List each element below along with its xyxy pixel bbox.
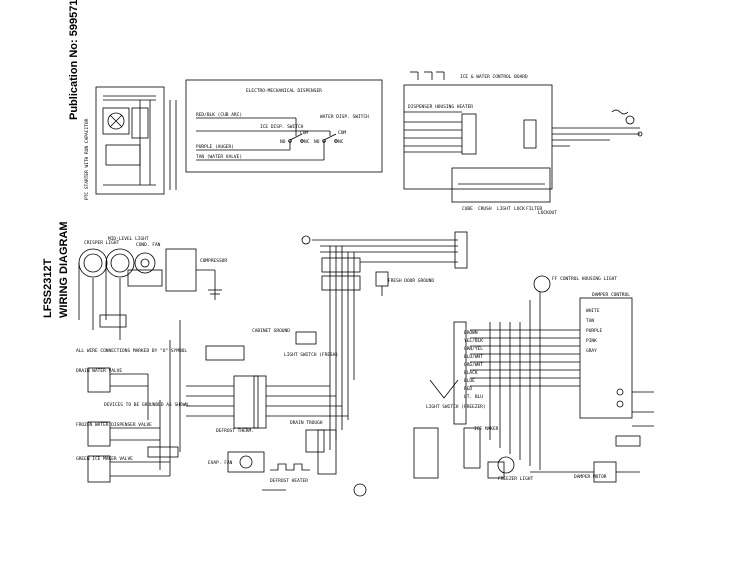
dispenser-nc-2: NC	[338, 139, 344, 145]
dispenser-wire-2: PURPLE (AUGER)	[196, 144, 234, 150]
right-control	[470, 292, 654, 483]
wire-label-6: BLUE	[464, 378, 475, 384]
mid-level-light-label: MID-LEVEL LIGHT	[108, 236, 149, 242]
dispenser-title: ELECTRO-MECHANICAL DISPENSER	[246, 88, 322, 94]
light-switch-fresh-label: LIGHT SWITCH (FRESH)	[284, 352, 338, 358]
board-title: ICE & WATER CONTROL BOARD	[460, 74, 528, 80]
lights-fan-group	[78, 248, 222, 340]
wire-label-9: WHITE	[586, 308, 600, 314]
compressor-label: COMPRESSOR	[200, 258, 227, 264]
wire-label-2: GRN/YEL	[464, 346, 483, 352]
central-harness	[301, 231, 468, 450]
note-connections: ALL WIRE CONNECTIONS MARKED BY "O" SYMBO…	[76, 348, 187, 354]
drain-trough-label: DRAIN TROUGH	[290, 420, 323, 426]
light-switch-freezer-label: LIGHT SWITCH (FREEZER)	[426, 404, 486, 410]
board-button-lockout: LOCKOUT	[538, 210, 557, 216]
defrost-heater-label: DEFROST HEATER	[270, 478, 308, 484]
dispenser-wire-1: RED/BLK (CUB ARC)	[196, 112, 242, 118]
dispenser-no-1: NO	[280, 139, 286, 145]
defrost-thermostat-label: DEFROST THERM.	[216, 428, 254, 434]
evap-fan-label: EVAP. FAN	[208, 460, 233, 466]
cabinet-ground-label: CABINET GROUND	[252, 328, 290, 334]
wire-label-10: TAN	[586, 318, 594, 324]
wire-label-7: RED	[464, 386, 472, 392]
cond-fan-label: COND. FAN	[136, 242, 161, 248]
dispenser-com-2: COM	[338, 130, 346, 136]
terminal-blocks	[186, 275, 551, 497]
valve-label-2: FROZEN WATER DISPENSER VALVE	[76, 422, 152, 428]
ice-maker-label: ICE MAKER	[474, 426, 499, 432]
crisper-light-label: CRISPER LIGHT	[84, 240, 120, 246]
damper-control-label: DAMPER CONTROL	[592, 292, 630, 298]
ice-switch-label: ICE DISP. SWITCH	[260, 124, 304, 130]
dispenser-com-1: COM	[300, 130, 308, 136]
wire-label-8: LT. BLU	[464, 394, 483, 400]
valve-label-3: GREEN ICE MAKER VALVE	[76, 456, 133, 462]
board-button-crush: CRUSH	[478, 206, 492, 212]
dispenser-no-2: NO	[314, 139, 320, 145]
wire-label-1: YEL/BLK	[464, 338, 483, 344]
fresh-door-ground-label: FRESH DOOR GROUND	[388, 278, 434, 284]
dispenser-nc-1: NC	[304, 139, 310, 145]
wire-label-5: BLACK	[464, 370, 478, 376]
dispenser-panel	[185, 79, 383, 173]
note-ground: DEVICES TO BE GROUNDED AS SHOWN.	[104, 402, 191, 408]
ptc-starter-panel	[95, 86, 177, 195]
wire-label-11: PURPLE	[586, 328, 603, 334]
wire-label-3: BLU/WHT	[464, 354, 483, 360]
board-button-lock: LOCK	[514, 206, 525, 212]
board-button-cube: CUBE	[462, 206, 473, 212]
dispenser-wire-3: TAN (WATER VALVE)	[196, 154, 242, 160]
board-button-light: LIGHT	[497, 206, 511, 212]
wire-label-0: BROWN	[464, 330, 478, 336]
freezer-light-label: FREEZER LIGHT	[498, 476, 534, 482]
valve-label-1: DRAIN WATER VALVE	[76, 368, 122, 374]
water-switch-label: WATER DISP. SWITCH	[320, 114, 369, 120]
wire-label-12: PINK	[586, 338, 597, 344]
board-button-filter: FILTER	[526, 206, 543, 212]
ice-water-board	[403, 71, 643, 203]
wire-label-4: ORG/WHT	[464, 362, 483, 368]
ff-light-label: FF CONTROL HOUSING LIGHT	[552, 276, 617, 282]
valves-group	[87, 320, 181, 483]
damper-motor-label: DAMPER MOTOR	[574, 474, 607, 480]
wire-label-13: GRAY	[586, 348, 597, 354]
ptc-starter-label: PTC STARTER WITH RUN CAPACITOR	[84, 118, 90, 200]
board-heater-label: DISPENSER HOUSING HEATER	[408, 104, 473, 110]
